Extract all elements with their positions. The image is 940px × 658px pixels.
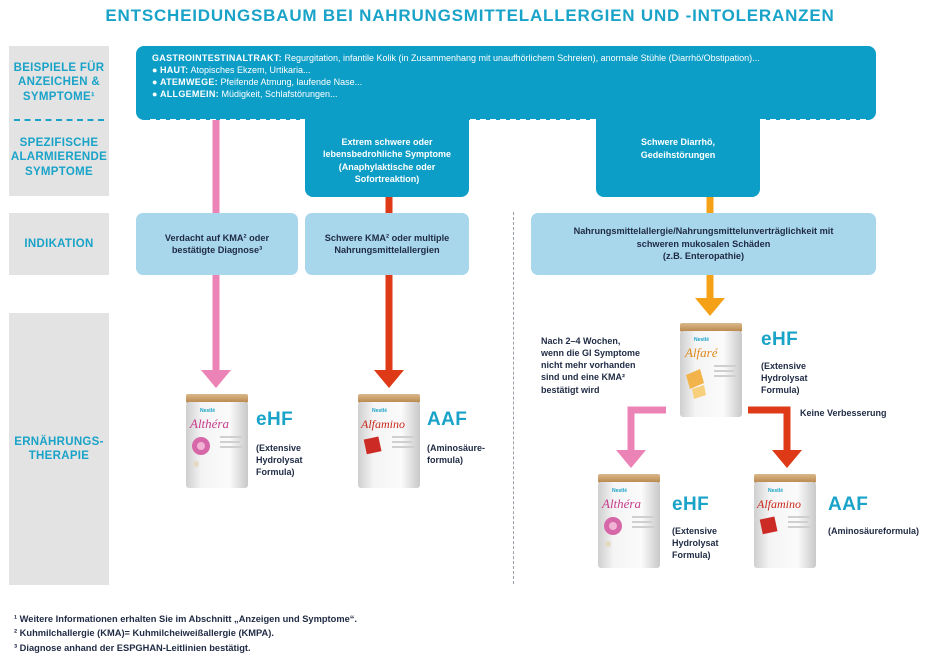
note-after-weeks: Nach 2–4 Wochen, wenn die GI Symptome ni… bbox=[541, 335, 640, 396]
althera2-desc: (Extensive Hydrolysat Formula) bbox=[672, 525, 719, 561]
row-label-spezifische: SPEZIFISCHE ALARMIERENDE SYMPTOME bbox=[9, 119, 109, 196]
can-brand: Althéra bbox=[601, 496, 641, 511]
row-label-line: ANZEICHEN & bbox=[18, 76, 100, 89]
can-brand: Althéra bbox=[189, 416, 229, 431]
symptoms-separator bbox=[150, 119, 866, 121]
desc-line: Hydrolysat bbox=[761, 373, 808, 384]
indication-kma-box: Verdacht auf KMA² oder bestätigte Diagno… bbox=[136, 213, 298, 275]
althera2-type: eHF bbox=[672, 494, 710, 515]
indication-line: Schwere KMA² oder multiple bbox=[324, 232, 450, 243]
alfare-type: eHF bbox=[761, 329, 799, 350]
indication-line: schweren mukosalen Schäden bbox=[636, 238, 771, 249]
alarm-line: Extrem schwere oder bbox=[341, 137, 433, 148]
desc-line: Hydrolysat bbox=[672, 538, 719, 549]
alarm-line: (Anaphylaktische oder bbox=[338, 161, 436, 172]
indication-line: (z.B. Enteropathie) bbox=[662, 251, 745, 262]
can-alfamino-2: Nestlé Alfamino bbox=[754, 474, 816, 568]
footnote: ³ Diagnose anhand der ESPGHAN-Leitlinien… bbox=[14, 642, 251, 653]
alfamino-type: AAF bbox=[427, 409, 468, 430]
can-maker: Nestlé bbox=[200, 408, 215, 414]
alarm-line: Gedeihstörungen bbox=[640, 149, 716, 160]
can-alfare: Nestlé Alfaré bbox=[680, 323, 742, 417]
alfare-desc: (Extensive Hydrolysat Formula) bbox=[761, 360, 808, 396]
alfamino-desc: (Aminosäure- formula) bbox=[427, 442, 485, 466]
note-line: nicht mehr vorhanden bbox=[541, 360, 636, 371]
alarm-line: Sofortreaktion) bbox=[354, 173, 420, 184]
indication-line: Nahrungsmittelallergie/Nahrungsmittelunv… bbox=[573, 226, 834, 237]
row-label-line: ALARMIERENDE bbox=[10, 151, 108, 164]
alfamino2-type: AAF bbox=[828, 494, 869, 515]
symptoms-box: GASTROINTESTINALTRAKT: Regurgitation, in… bbox=[136, 46, 876, 120]
row-label-line: SYMPTOME¹ bbox=[22, 90, 96, 103]
alarm-line: Schwere Diarrhö, bbox=[640, 137, 715, 148]
can-maker: Nestlé bbox=[694, 337, 709, 343]
haut-text: Atopisches Ekzem, Urtikaria... bbox=[190, 65, 311, 76]
footnote: ² Kuhmilchallergie (KMA)= Kuhmilcheiweiß… bbox=[14, 628, 274, 639]
gi-label: GASTROINTESTINALTRAKT: bbox=[152, 53, 282, 63]
desc-line: (Extensive bbox=[672, 526, 718, 536]
atemwege-label: ATEMWEGE: bbox=[159, 77, 218, 88]
desc-line: (Extensive bbox=[256, 443, 302, 453]
allgemein-label: ALLGEMEIN: bbox=[159, 89, 219, 100]
can-brand: Alfamino bbox=[756, 497, 801, 511]
can-maker: Nestlé bbox=[768, 488, 783, 494]
desc-line: Formula) bbox=[256, 467, 295, 478]
row-label-line: SPEZIFISCHE bbox=[19, 136, 99, 149]
alfamino2-desc: (Aminosäureformula) bbox=[828, 525, 919, 537]
desc-line: (Aminosäure- bbox=[427, 443, 486, 453]
indication-line: Nahrungsmittelallergien bbox=[334, 245, 440, 255]
gi-text: Regurgitation, infantile Kolik (in Zusam… bbox=[284, 53, 760, 63]
note-line: Nach 2–4 Wochen, bbox=[541, 336, 621, 346]
row-label-indikation: INDIKATION bbox=[9, 213, 109, 275]
note-no-improvement: Keine Verbesserung bbox=[800, 408, 887, 418]
row-label-therapie: ERNÄHRUNGS- THERAPIE bbox=[9, 313, 109, 585]
atemwege-text: Pfeifende Atmung, laufende Nase... bbox=[220, 77, 363, 88]
desc-line: Hydrolysat bbox=[256, 455, 303, 466]
desc-line: (Extensive bbox=[761, 361, 807, 371]
row-label-beispiele: BEISPIELE FÜR ANZEICHEN & SYMPTOME¹ bbox=[9, 46, 109, 119]
indication-line: bestätigte Diagnose³ bbox=[171, 245, 263, 255]
can-brand: Alfaré bbox=[684, 345, 719, 360]
desc-line: Formula) bbox=[672, 550, 711, 561]
indication-mucosal-box: Nahrungsmittelallergie/Nahrungsmittelunv… bbox=[531, 213, 876, 275]
haut-label: HAUT: bbox=[159, 65, 189, 76]
indication-severe-kma-box: Schwere KMA² oder multiple Nahrungsmitte… bbox=[305, 213, 469, 275]
note-line: bestätigt wird bbox=[541, 384, 600, 395]
row-label-line: THERAPIE bbox=[28, 450, 90, 462]
indication-line: Verdacht auf KMA² oder bbox=[164, 232, 270, 243]
can-maker: Nestlé bbox=[372, 408, 387, 414]
arrow-pink-elbow bbox=[616, 406, 666, 468]
page-title: ENTSCHEIDUNGSBAUM BEI NAHRUNGSMITTELALLE… bbox=[105, 6, 835, 25]
desc-line: formula) bbox=[427, 455, 463, 466]
row-label-line: SYMPTOME bbox=[24, 165, 93, 178]
row-separator bbox=[14, 119, 104, 121]
althera-type: eHF bbox=[256, 409, 294, 430]
desc-line: Formula) bbox=[761, 385, 800, 396]
row-label-line: INDIKATION bbox=[24, 237, 94, 250]
row-label-line: ERNÄHRUNGS- bbox=[14, 435, 104, 448]
allgemein-text: Müdigkeit, Schlafstörungen... bbox=[221, 89, 338, 100]
row-label-line: BEISPIELE FÜR bbox=[13, 61, 105, 74]
column-divider bbox=[513, 212, 514, 584]
alarm-line: lebensbedrohliche Symptome bbox=[322, 149, 452, 160]
alarm-severe-box: Extrem schwere oder lebensbedrohliche Sy… bbox=[305, 110, 469, 197]
can-althera: Nestlé Althéra bbox=[186, 394, 248, 488]
footnotes: ¹ Weitere Informationen erhalten Sie im … bbox=[14, 612, 357, 655]
can-althera-2: Nestlé Althéra bbox=[598, 474, 660, 568]
can-maker: Nestlé bbox=[612, 488, 627, 494]
arrow-red-elbow bbox=[748, 406, 802, 468]
althera-desc: (Extensive Hydrolysat Formula) bbox=[256, 442, 303, 478]
note-line: wenn die GI Symptome bbox=[541, 348, 641, 359]
alarm-diarrhea-box: Schwere Diarrhö, Gedeihstörungen bbox=[596, 110, 760, 197]
desc-line: (Aminosäureformula) bbox=[828, 526, 920, 536]
can-alfamino: Nestlé Alfamino bbox=[358, 394, 420, 488]
footnote: ¹ Weitere Informationen erhalten Sie im … bbox=[14, 614, 357, 624]
note-line: sind und eine KMA² bbox=[541, 372, 625, 383]
can-brand: Alfamino bbox=[360, 417, 405, 431]
